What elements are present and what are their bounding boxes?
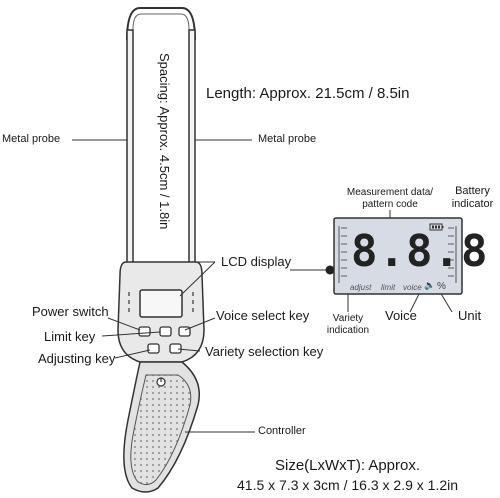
lcd-pointer-dot bbox=[325, 265, 335, 275]
lcd-adjust-text: adjust bbox=[350, 283, 372, 292]
power-switch-key bbox=[138, 326, 151, 337]
lcd-variety-arrows bbox=[338, 226, 457, 283]
measurement-data-line2: pattern code bbox=[362, 199, 418, 210]
variety-line1: Variety bbox=[332, 313, 364, 324]
voice-label: Voice bbox=[385, 308, 417, 323]
adjusting-key-label: Adjusting key bbox=[38, 351, 116, 366]
metal-probe-right-label: Metal probe bbox=[258, 133, 317, 145]
size-line1: Size(LxWxT): Approx. bbox=[275, 457, 421, 474]
device-lcd-window bbox=[139, 289, 183, 318]
lcd-percent-text: % bbox=[437, 281, 446, 292]
metal-probe-left-label: Metal probe bbox=[2, 133, 61, 145]
limit-key-label: Limit key bbox=[44, 329, 96, 344]
lcd-voice-text: voice bbox=[403, 283, 422, 292]
spacing-label: Spacing: Approx. 4.5cm / 1.8in bbox=[157, 53, 172, 230]
lcd-limit-text: limit bbox=[381, 283, 396, 292]
lcd-digits: 8.8.8 bbox=[351, 226, 489, 277]
variety-selection-key bbox=[169, 343, 182, 354]
variety-line2: indication bbox=[326, 325, 370, 336]
metal-probe-left bbox=[126, 29, 134, 276]
controller-label: Controller bbox=[258, 425, 306, 437]
variety-indication-label: Variety indication bbox=[318, 314, 378, 336]
unit-label: Unit bbox=[458, 308, 482, 323]
battery-indicator-label: Battery indicator bbox=[445, 186, 500, 210]
limit-key bbox=[159, 326, 172, 337]
speaker-icon: 🔈 bbox=[424, 280, 436, 290]
power-switch-label: Power switch bbox=[32, 304, 109, 319]
lcd-display-label: LCD display bbox=[221, 254, 292, 269]
battery-line2: indicator bbox=[451, 198, 494, 210]
lcd-panel bbox=[333, 217, 463, 295]
size-line2: 41.5 x 7.3 x 3cm / 16.3 x 2.9 x 1.2in bbox=[237, 477, 459, 493]
metal-probe-right bbox=[188, 29, 196, 276]
voice-select-key-label: Voice select key bbox=[216, 308, 310, 323]
vent-slits bbox=[128, 292, 194, 312]
measurement-data-line1: Measurement data/ bbox=[346, 187, 434, 198]
battery-line1: Battery bbox=[455, 185, 490, 197]
variety-selection-key-label: Variety selection key bbox=[205, 344, 324, 359]
probe-top-cap bbox=[126, 7, 196, 41]
leader-lines bbox=[72, 139, 461, 433]
length-label: Length: Approx. 21.5cm / 8.5in bbox=[206, 85, 410, 102]
adjusting-key bbox=[147, 343, 160, 354]
measurement-data-label: Measurement data/ pattern code bbox=[338, 188, 442, 210]
